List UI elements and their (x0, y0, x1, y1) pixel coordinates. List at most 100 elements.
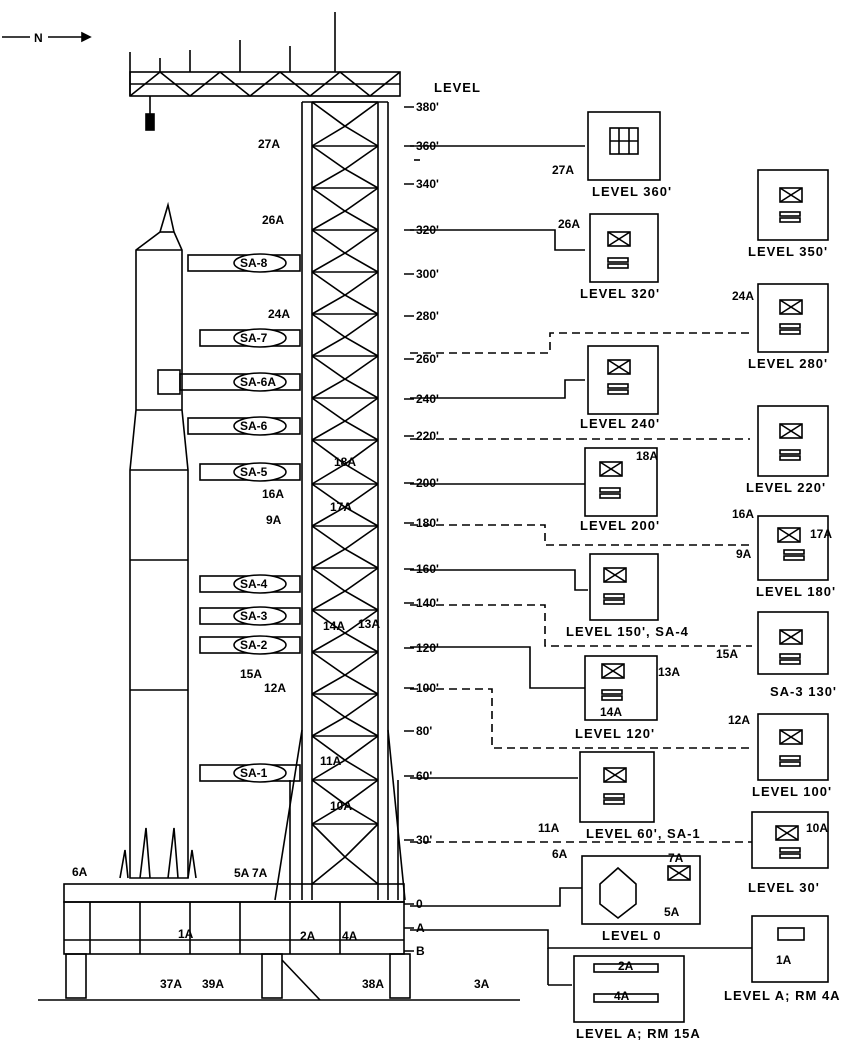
panel-title-12: LEVEL 180' (756, 584, 836, 599)
panel-title-7: LEVEL 0 (602, 928, 662, 943)
tower-label-22: 3A (474, 977, 490, 991)
panel-0 (587, 111, 661, 181)
panel-8-label-0: 2A (618, 959, 634, 973)
panel-8 (573, 955, 685, 1023)
tower-label-13: 6A (72, 865, 88, 879)
panel-9 (757, 169, 829, 241)
tower-level-6: 260' (416, 352, 439, 366)
tower-level-13: 120' (416, 641, 439, 655)
panel-10-label-0: 24A (732, 289, 754, 303)
stage-label-3: SA-6 (240, 419, 268, 433)
tower-label-18: 4A (342, 929, 358, 943)
crane (129, 12, 401, 131)
panel-3-label-0: 18A (636, 449, 658, 463)
tower-level-0: 380' (416, 100, 439, 114)
panel-12-label-0: 16A (732, 507, 754, 521)
stage-label-2: SA-6A (240, 375, 276, 389)
stage-label-6: SA-3 (240, 609, 268, 623)
panel-title-13: SA-3 130' (770, 684, 837, 699)
tower-level-3: 320' (416, 223, 439, 237)
panel-0-label-0: 27A (552, 163, 574, 177)
tower-level-16: 60' (416, 769, 432, 783)
tower-label-16: 1A (178, 927, 194, 941)
panel-2 (587, 345, 659, 415)
panel-title-3: LEVEL 200' (580, 518, 660, 533)
panel-title-14: LEVEL 100' (752, 784, 832, 799)
tower-label-4: 17A (330, 500, 352, 514)
panel-6 (579, 751, 655, 823)
tower-level-7: 240' (416, 392, 439, 406)
panel-title-10: LEVEL 280' (748, 356, 828, 371)
tower-level-4: 300' (416, 267, 439, 281)
tower-label-5: 16A (262, 487, 284, 501)
tower-level-19: A (416, 921, 425, 935)
tower-label-10: 12A (264, 681, 286, 695)
tower-label-2: 24A (268, 307, 290, 321)
panel-12 (757, 515, 829, 581)
tower-level-1: 360' (416, 139, 439, 153)
tower-level-10: 180' (416, 516, 439, 530)
panel-5-label-0: 13A (658, 665, 680, 679)
tower-label-17: 2A (300, 929, 316, 943)
panel-15-label-0: 10A (806, 821, 828, 835)
panel-12-label-2: 9A (736, 547, 752, 561)
tower-label-19: 37A (160, 977, 182, 991)
panel-title-2: LEVEL 240' (580, 416, 660, 431)
panel-title-0: LEVEL 360' (592, 184, 672, 199)
panel-8-label-1: 4A (614, 989, 630, 1003)
north-arrow (2, 31, 92, 43)
panel-title-11: LEVEL 220' (746, 480, 826, 495)
tower-label-14: 5A (234, 866, 250, 880)
panel-title-9: LEVEL 350' (748, 244, 828, 259)
panel-title-15: LEVEL 30' (748, 880, 820, 895)
tower-label-12: 10A (330, 799, 352, 813)
panel-1-label-0: 26A (558, 217, 580, 231)
tower-level-5: 280' (416, 309, 439, 323)
panel-title-6: LEVEL 60', SA-1 (586, 826, 701, 841)
panel-11 (757, 405, 829, 477)
leader-lines (410, 145, 752, 986)
tower-label-7: 14A (323, 619, 345, 633)
panel-1 (589, 213, 659, 283)
panel-title-16: LEVEL A; RM 4A (724, 988, 841, 1003)
stage-label-1: SA-7 (240, 331, 268, 345)
panel-14-label-0: 12A (728, 713, 750, 727)
panel-16-label-0: 1A (776, 953, 792, 967)
panel-7 (581, 855, 701, 925)
panel-5 (584, 655, 658, 721)
tower-label-1: 26A (262, 213, 284, 227)
tower-label-20: 39A (202, 977, 224, 991)
panel-13 (757, 611, 829, 675)
panel-title-1: LEVEL 320' (580, 286, 660, 301)
stage-label-8: SA-1 (240, 766, 268, 780)
panel-3 (584, 447, 658, 517)
tower-label-11: 11A (320, 754, 342, 768)
tower-label-15: 7A (252, 866, 268, 880)
panel-7-label-0: 6A (552, 847, 568, 861)
tower-label-3: 18A (334, 455, 356, 469)
tower-label-0: 27A (258, 137, 280, 151)
panel-12-label-1: 17A (810, 527, 832, 541)
tower-label-6: 9A (266, 513, 282, 527)
tower-level-20: B (416, 944, 425, 958)
panel-6-label-0: 11A (538, 821, 560, 835)
tower-frame (274, 101, 406, 901)
stage-label-0: SA-8 (240, 256, 268, 270)
tower-level-9: 200' (416, 476, 439, 490)
tower-level-17: 30' (416, 833, 432, 847)
panel-5-label-1: 14A (600, 705, 622, 719)
stage-label-5: SA-4 (240, 577, 268, 591)
tower-label-21: 38A (362, 977, 384, 991)
panel-14 (757, 713, 829, 781)
tower-label-9: 15A (240, 667, 262, 681)
tower-level-18: 0 (416, 897, 423, 911)
launcher-platform (38, 883, 520, 1001)
saturn-v-rocket (119, 201, 197, 879)
north-label: N (34, 31, 43, 45)
stage-label-4: SA-5 (240, 465, 268, 479)
tower-level-2: 340' (416, 177, 439, 191)
level-panels (573, 111, 829, 1023)
tower-level-11: 160' (416, 562, 439, 576)
tower-level-14: 100' (416, 681, 439, 695)
